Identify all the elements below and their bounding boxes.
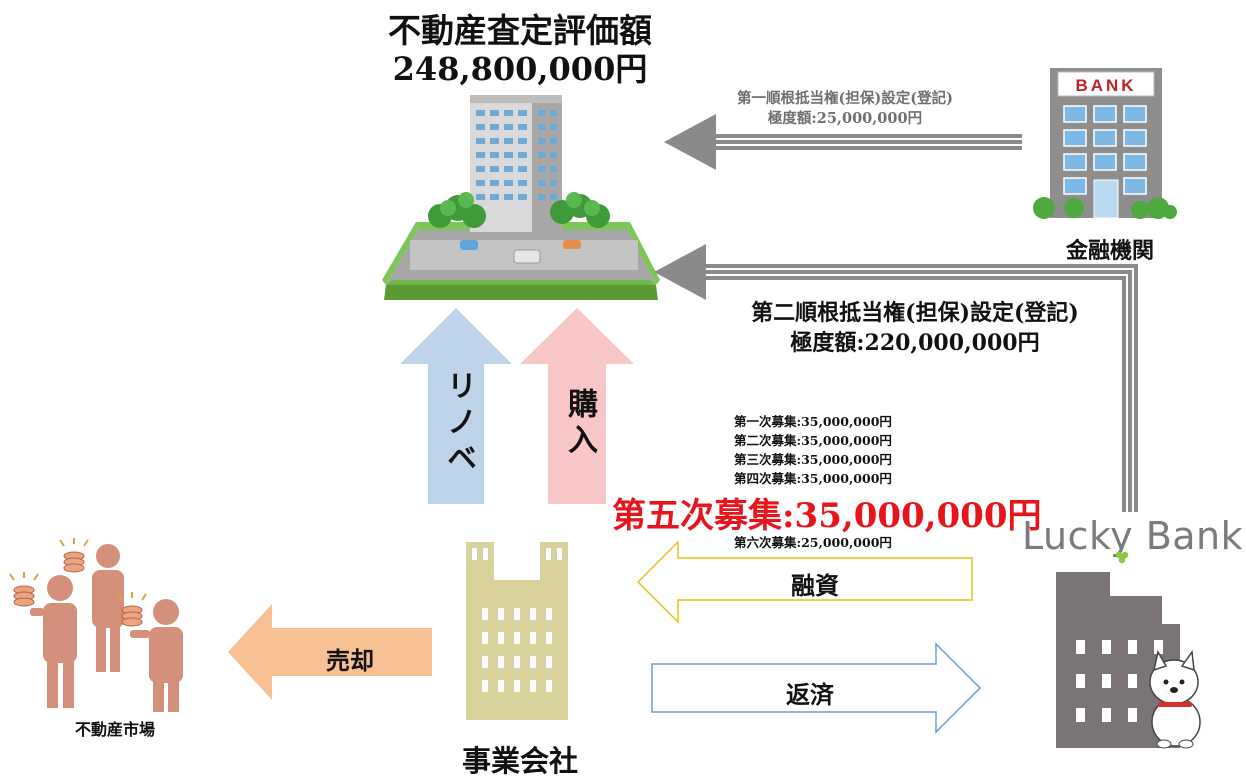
first-lien-arrow [664,114,1022,170]
fundraising-round-5-highlight: 第五次募集:35,000,000円 [612,496,1042,536]
real-estate-market-people-icon [9,538,183,712]
lucky-bank-logo: Lucky Bank [1022,514,1244,558]
apartment-building-illustration [382,95,660,300]
first-lien-title: 第一順根抵当権(担保)設定(登記) [737,90,953,107]
repayment-label: 返済 [786,680,834,709]
financing-arrow [636,540,973,624]
purchase-arrow [520,308,634,504]
fundraising-round-6: 第六次募集:25,000,000円 [734,535,892,550]
sale-label: 売却 [326,646,374,675]
second-lien-arrow [654,244,1138,512]
repayment-arrow [651,642,982,734]
second-lien-text: 第二順根抵当権(担保)設定(登記) 極度額:220,000,000円 [700,298,1130,358]
fundraising-round-3: 第三次募集:35,000,000円 [734,452,892,467]
fundraising-round-2: 第二次募集:35,000,000円 [734,433,892,448]
first-lien-text: 第一順根抵当権(担保)設定(登記) 極度額:25,000,000円 [680,89,1010,129]
purchase-label: 購入 [562,388,597,460]
first-lien-limit: 極度額:25,000,000円 [767,110,923,127]
business-company-label: 事業会社 [461,744,578,778]
bank-building-icon: BANK [1033,68,1177,219]
fundraising-round-1: 第一次募集:35,000,000円 [734,414,892,429]
business-company-building-icon [466,542,568,720]
bank-sign: BANK [1075,76,1136,95]
second-lien-title: 第二順根抵当権(担保)設定(登記) [751,300,1079,326]
valuation-amount: 248,800,000円 [392,50,648,88]
valuation-title: 不動産査定評価額 [388,11,652,50]
renovation-label: リノベ [441,370,476,478]
financing-label: 融資 [791,571,839,600]
dog-mascot-icon [1149,650,1201,749]
fundraising-round-4: 第四次募集:35,000,000円 [734,471,892,486]
sale-arrow [228,604,432,700]
fundraising-rounds-list: 第一次募集:35,000,000円 第二次募集:35,000,000円 第三次募… [734,412,892,488]
financial-institution-label: 金融機関 [1065,238,1154,264]
second-lien-limit: 極度額:220,000,000円 [790,330,1040,356]
clover-icon [1115,551,1129,564]
renovation-arrow [400,308,512,504]
real-estate-market-label: 不動産市場 [74,720,155,739]
